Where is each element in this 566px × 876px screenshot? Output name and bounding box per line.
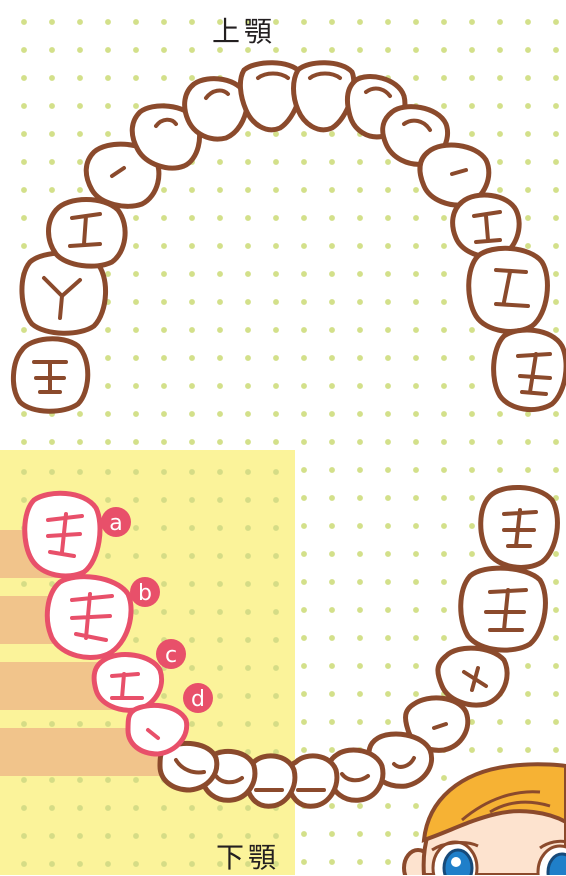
upper-tooth-right-molar-2: [494, 330, 566, 410]
lower-tooth-left-molar-2-highlighted: [25, 493, 100, 576]
upper-tooth-left-canine: [185, 79, 247, 139]
marker-c-label: c: [165, 643, 177, 668]
lower-tooth-right-molar-1: [461, 568, 546, 650]
marker-a-label: a: [109, 511, 122, 536]
lower-tooth-left-premolar-2-highlighted: [94, 655, 161, 711]
marker-a: a: [101, 507, 131, 537]
child-character: [404, 764, 566, 875]
marker-b-label: b: [138, 581, 152, 606]
upper-tooth-right-molar-1: [469, 248, 548, 331]
lower-tooth-right-molar-2: [481, 487, 558, 567]
marker-b: b: [130, 577, 160, 607]
lower-tooth-left-premolar-1-highlighted: [128, 705, 187, 754]
marker-c: c: [156, 639, 186, 669]
marker-d-label: d: [191, 687, 205, 712]
lower-tooth-right-premolar-2: [438, 648, 507, 705]
upper-tooth-right-central-incisor: [294, 63, 354, 130]
marker-d: d: [183, 683, 213, 713]
lower-tooth-left-molar-1-highlighted: [47, 577, 131, 658]
upper-tooth-left-molar-3: [13, 339, 87, 412]
upper-tooth-left-molar-1: [49, 200, 126, 267]
